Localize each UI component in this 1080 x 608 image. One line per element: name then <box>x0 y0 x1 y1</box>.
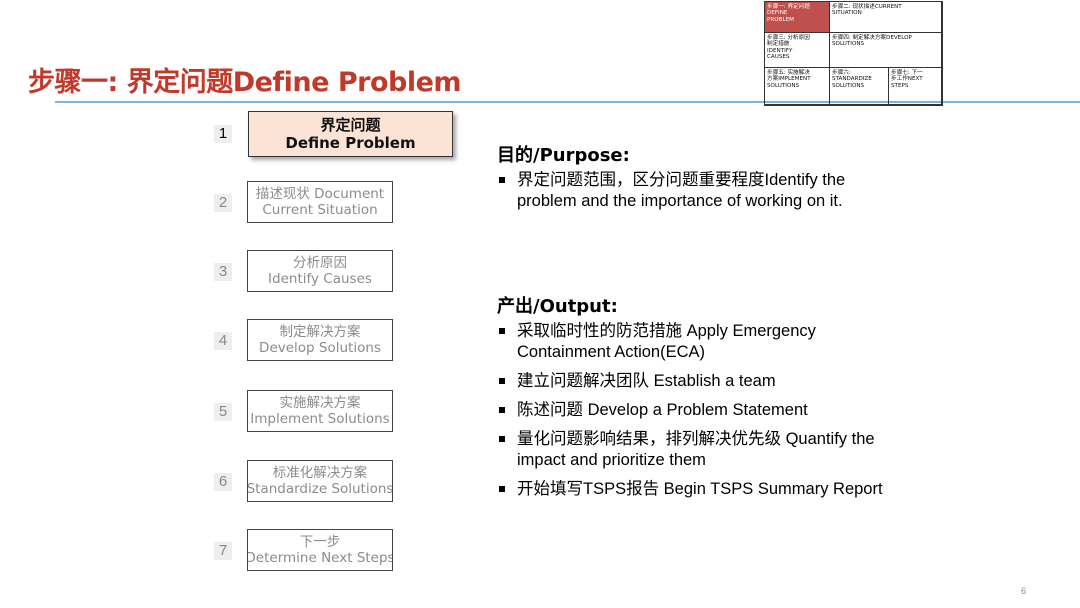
output-item: 量化问题影响结果，排列解决优先级 Quantify the impact and… <box>497 429 897 471</box>
title-divider <box>55 101 1080 103</box>
purpose-item: 界定问题范围，区分问题重要程度Identify the problem and … <box>497 170 897 212</box>
step-number-5: 5 <box>214 403 232 421</box>
step-number-7: 7 <box>214 542 232 560</box>
page-title: 步骤一: 界定问题Define Problem <box>28 67 462 98</box>
output-item: 陈述问题 Develop a Problem Statement <box>497 400 897 421</box>
step-label-cn: 描述现状 Document <box>255 186 385 202</box>
step-number-1: 1 <box>214 125 232 143</box>
step-label-cn: 制定解决方案 <box>279 324 361 340</box>
output-item: 采取临时性的防范措施 Apply Emergency Containment A… <box>497 321 897 363</box>
step-number-6: 6 <box>214 473 232 491</box>
page-number: 6 <box>1020 586 1026 596</box>
step-identify-causes[interactable]: 分析原因 Identify Causes <box>247 250 393 292</box>
step-develop-solutions[interactable]: 制定解决方案 Develop Solutions <box>247 319 393 361</box>
step-standardize-solutions[interactable]: 标准化解决方案 Standardize Solutions <box>247 460 393 502</box>
step-label-en: Define Problem <box>285 134 416 152</box>
step-label-en: Develop Solutions <box>259 340 381 356</box>
step-label-en: Standardize Solutions <box>247 481 393 497</box>
step-number-4: 4 <box>214 332 232 350</box>
step-label-cn: 界定问题 <box>320 116 381 134</box>
purpose-list: 界定问题范围，区分问题重要程度Identify the problem and … <box>497 170 897 220</box>
step-define-problem[interactable]: 界定问题 Define Problem <box>248 111 453 157</box>
step-label-en: Current Situation <box>262 202 378 218</box>
output-heading: 产出/Output: <box>497 296 618 317</box>
step-label-cn: 下一步 <box>299 534 341 550</box>
step-label-en: Identify Causes <box>268 271 372 287</box>
step-number-2: 2 <box>214 194 232 212</box>
purpose-heading: 目的/Purpose: <box>497 145 630 166</box>
step-label-cn: 标准化解决方案 <box>272 465 368 481</box>
step-document-current-situation[interactable]: 描述现状 Document Current Situation <box>247 181 393 223</box>
step-number-3: 3 <box>214 263 232 281</box>
output-item: 开始填写TSPS报告 Begin TSPS Summary Report <box>497 479 897 500</box>
step-label-en: Implement Solutions <box>250 411 390 427</box>
step-implement-solutions[interactable]: 实施解决方案 Implement Solutions <box>247 390 393 432</box>
output-item: 建立问题解决团队 Establish a team <box>497 371 897 392</box>
step-label-en: Determine Next Steps <box>247 550 393 566</box>
output-list: 采取临时性的防范措施 Apply Emergency Containment A… <box>497 321 897 508</box>
step-label-cn: 实施解决方案 <box>279 395 361 411</box>
step-label-cn: 分析原因 <box>293 255 347 271</box>
step-determine-next-steps[interactable]: 下一步 Determine Next Steps <box>247 529 393 571</box>
